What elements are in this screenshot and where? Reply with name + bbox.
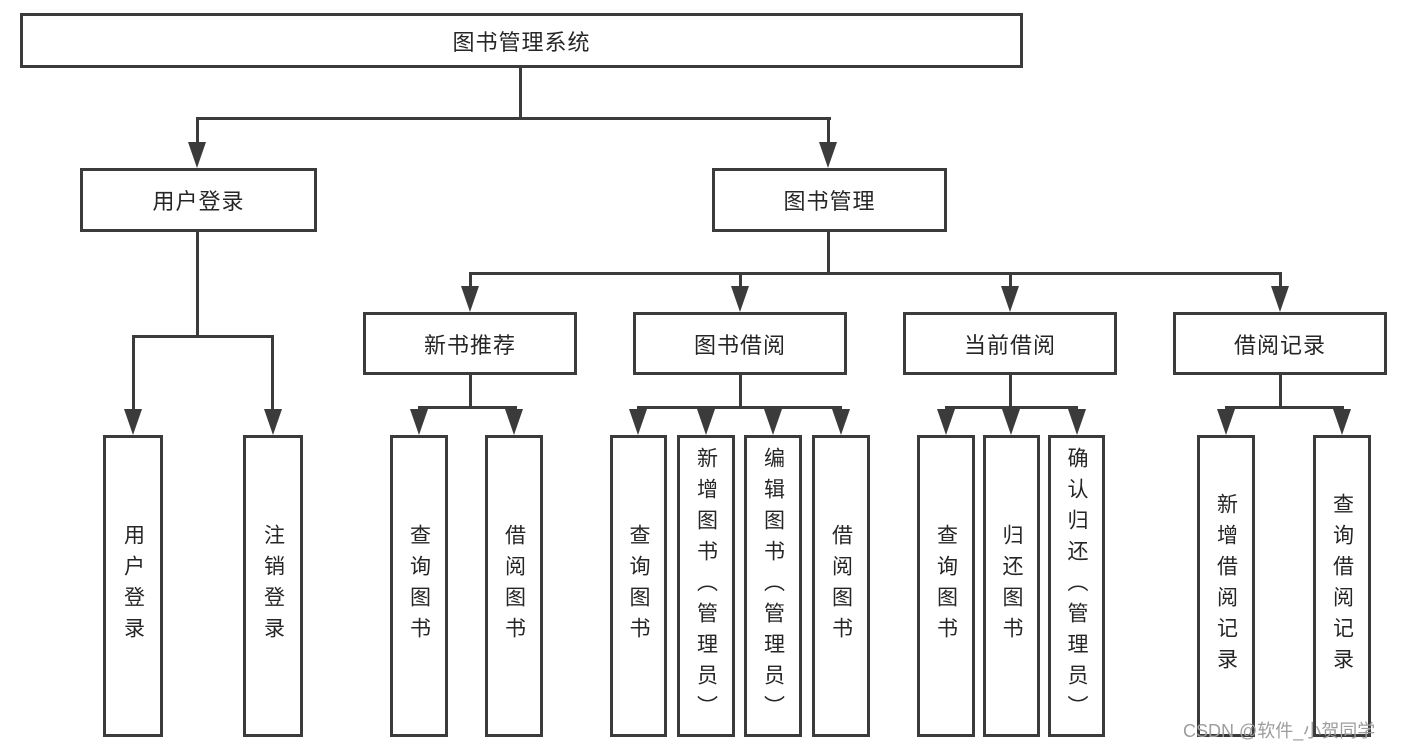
connector-root-branch xyxy=(196,117,831,120)
node-label: 新增借阅记录 xyxy=(1214,493,1238,679)
connector-borrow-stub xyxy=(739,375,742,406)
arrow-down-icon xyxy=(410,409,428,435)
node-new-book-recommendation: 新书推荐 xyxy=(363,312,577,375)
connector-newbook-branch xyxy=(418,406,517,409)
arrow-down-icon xyxy=(1333,409,1351,435)
connector-to-borrow xyxy=(739,272,742,288)
arrow-down-icon xyxy=(461,286,479,312)
arrow-down-icon xyxy=(1002,409,1020,435)
connector-records-stub xyxy=(1279,375,1282,406)
connector-login-stub xyxy=(196,232,199,335)
node-add-borrow-record: 新增借阅记录 xyxy=(1197,435,1255,737)
node-logout: 注销登录 xyxy=(243,435,303,737)
connector-to-logout xyxy=(271,335,274,411)
arrow-down-icon xyxy=(124,409,142,435)
node-borrow-books-newbook: 借阅图书 xyxy=(485,435,543,737)
connector-newbook-stub xyxy=(469,375,472,406)
connector-records-branch xyxy=(1225,406,1344,409)
csdn-watermark: CSDN @软件_小贺同学 xyxy=(1183,721,1376,741)
node-label: 查询图书 xyxy=(934,524,958,648)
connector-to-records xyxy=(1279,272,1282,288)
connector-to-login-action xyxy=(132,335,135,411)
node-label: 查询图书 xyxy=(627,524,650,648)
arrow-down-icon xyxy=(264,409,282,435)
node-label: 编辑图书（管理员） xyxy=(761,446,785,726)
node-query-borrow-record: 查询借阅记录 xyxy=(1313,435,1371,737)
arrow-down-icon xyxy=(697,409,715,435)
arrow-down-icon xyxy=(1001,286,1019,312)
node-label: 借阅图书 xyxy=(502,524,526,648)
arrow-down-icon xyxy=(764,409,782,435)
node-user-login: 用户登录 xyxy=(80,168,317,232)
arrow-down-icon xyxy=(188,142,206,168)
arrow-down-icon xyxy=(731,286,749,312)
node-label: 借阅记录 xyxy=(1233,332,1326,358)
node-add-books-admin: 新增图书（管理员） xyxy=(677,435,735,737)
connector-to-newbook xyxy=(469,272,472,288)
node-label: 确认归还（管理员） xyxy=(1065,446,1088,726)
node-label: 新增图书（管理员） xyxy=(694,446,718,726)
connector-to-current xyxy=(1009,272,1012,288)
node-label: 新书推荐 xyxy=(423,332,516,358)
arrow-down-icon xyxy=(505,409,523,435)
node-label: 用户登录 xyxy=(121,524,145,648)
node-query-books-borrow: 查询图书 xyxy=(610,435,667,737)
arrow-down-icon xyxy=(819,142,837,168)
connector-mgmt-stub xyxy=(827,232,830,272)
arrow-down-icon xyxy=(629,409,647,435)
arrow-down-icon xyxy=(937,409,955,435)
node-query-books-newbook: 查询图书 xyxy=(390,435,448,737)
connector-login-branch xyxy=(132,335,274,338)
node-label: 查询借阅记录 xyxy=(1330,493,1354,679)
connector-borrow-branch xyxy=(637,406,842,409)
node-borrowing-records: 借阅记录 xyxy=(1173,312,1387,375)
node-borrow-books: 借阅图书 xyxy=(812,435,870,737)
node-label: 借阅图书 xyxy=(829,524,853,648)
node-label: 图书管理 xyxy=(783,189,876,214)
node-book-borrowing: 图书借阅 xyxy=(633,312,847,375)
connector-root-stub xyxy=(519,68,522,117)
node-query-books-current: 查询图书 xyxy=(917,435,975,737)
connector-mgmt-branch xyxy=(469,272,1282,275)
connector-current-stub xyxy=(1009,375,1012,406)
node-label: 图书管理系统 xyxy=(452,29,591,55)
node-label: 当前借阅 xyxy=(963,332,1056,358)
node-return-books: 归还图书 xyxy=(983,435,1040,737)
connector-current-branch xyxy=(945,406,1078,409)
node-current-borrowing: 当前借阅 xyxy=(903,312,1117,375)
node-label: 归还图书 xyxy=(1000,524,1023,648)
arrow-down-icon xyxy=(1271,286,1289,312)
node-user-login-action: 用户登录 xyxy=(103,435,163,737)
arrow-down-icon xyxy=(1217,409,1235,435)
node-confirm-return-admin: 确认归还（管理员） xyxy=(1048,435,1105,737)
node-label: 图书借阅 xyxy=(693,332,786,358)
arrow-down-icon xyxy=(1068,409,1086,435)
node-label: 用户登录 xyxy=(152,189,245,214)
node-library-management-system: 图书管理系统 xyxy=(20,13,1023,68)
arrow-down-icon xyxy=(832,409,850,435)
node-label: 注销登录 xyxy=(261,524,285,648)
node-edit-books-admin: 编辑图书（管理员） xyxy=(744,435,802,737)
node-book-management: 图书管理 xyxy=(712,168,947,232)
connector-to-login xyxy=(196,117,199,145)
node-label: 查询图书 xyxy=(407,524,431,648)
connector-to-mgmt xyxy=(827,117,830,145)
